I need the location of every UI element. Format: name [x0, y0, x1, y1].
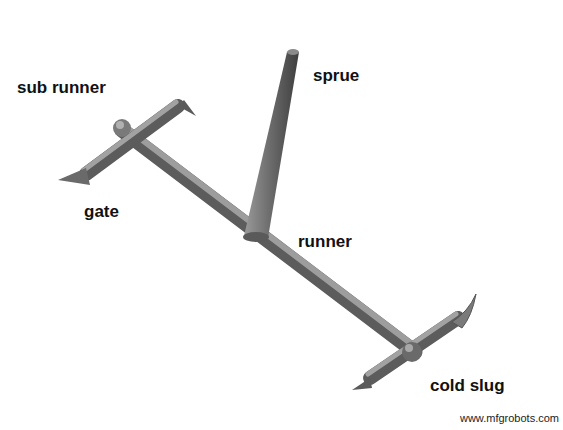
part-label: cold slug [430, 376, 505, 396]
part-label: sprue [313, 66, 359, 86]
part-label: sub runner [17, 78, 106, 98]
watermark: www.mfgrobots.com [460, 412, 559, 425]
part-label: gate [84, 202, 119, 222]
part-label: runner [298, 232, 352, 252]
